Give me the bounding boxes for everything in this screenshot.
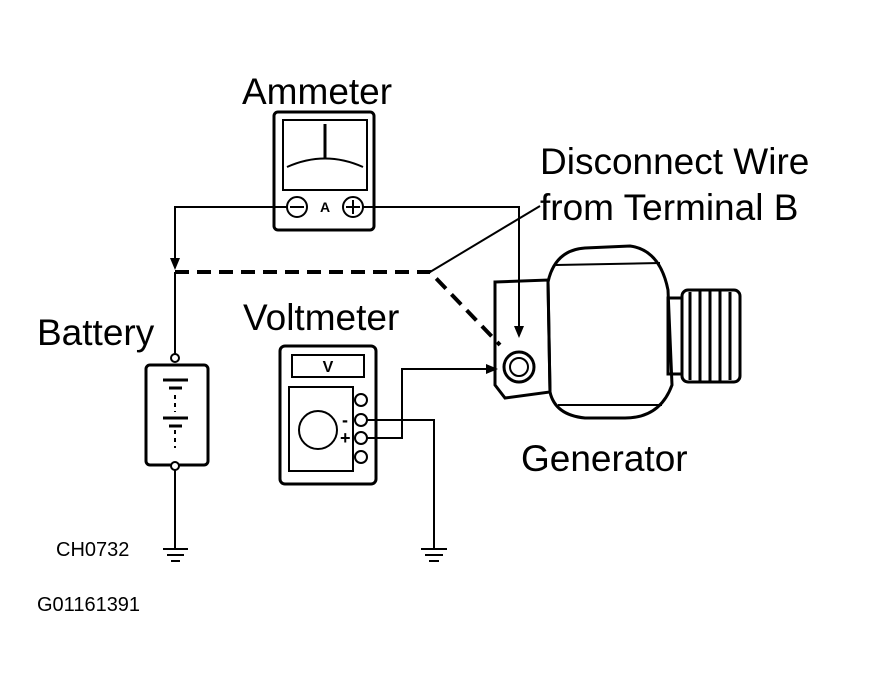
battery-label: Battery (37, 312, 155, 353)
ammeter-label: Ammeter (242, 71, 392, 112)
ammeter: A (272, 110, 376, 232)
voltmeter-unit-label: V (323, 359, 334, 376)
voltmeter-plus-sign: + (340, 428, 351, 448)
ammeter-negative-terminal (286, 196, 308, 218)
disconnect-label-line1: Disconnect Wire (540, 141, 809, 182)
code-g-label: G01161391 (37, 594, 140, 616)
voltmeter-dial-knob (298, 410, 338, 450)
voltmeter-label: Voltmeter (243, 297, 399, 338)
ammeter-unit-label: A (320, 199, 330, 215)
battery-ground-symbol (163, 548, 188, 562)
disconnected-wire (175, 205, 541, 347)
voltmeter: V - + (278, 344, 378, 486)
battery (144, 272, 210, 548)
generator-pulley (680, 288, 742, 384)
ammeter-positive-terminal (342, 196, 364, 218)
voltmeter-ground-symbol (421, 548, 447, 562)
generator-label: Generator (521, 438, 688, 479)
code-ch-label: CH0732 (56, 539, 129, 561)
voltmeter-minus-sign: - (342, 410, 348, 430)
generator (493, 244, 742, 420)
voltmeter-wires (367, 364, 498, 548)
ammeter-wires (170, 206, 524, 338)
terminal-b (502, 350, 536, 384)
disconnect-label-line2: from Terminal B (540, 187, 798, 228)
